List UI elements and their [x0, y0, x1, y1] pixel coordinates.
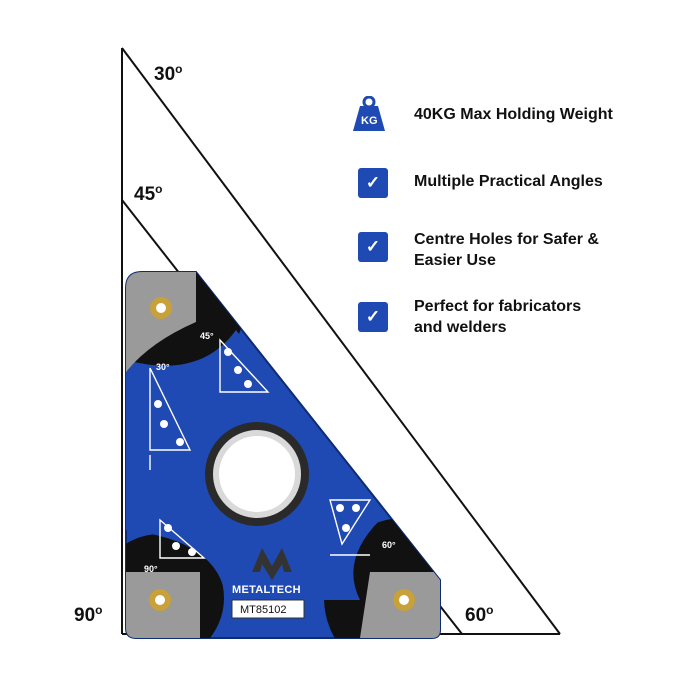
weight-kg-icon: KG: [353, 96, 385, 131]
brand-logo-icon: [252, 548, 292, 580]
feature-text: Perfect for fabricators and welders: [414, 298, 582, 336]
corner-plate-top: [126, 272, 196, 372]
printed-guide-marks: [149, 338, 372, 559]
brand-name: METALTECH: [232, 584, 301, 596]
angle-label-30: 30o: [154, 62, 182, 85]
welding-magnet: 45° 30° 90° 60° METALTECH MT85102: [125, 271, 441, 639]
screw-right: [393, 589, 415, 611]
checkmark-icon: ✓: [358, 168, 388, 198]
checkmark-icon: ✓: [358, 232, 388, 262]
screw-left: [149, 589, 171, 611]
feature-text: Multiple Practical Angles: [414, 173, 603, 190]
svg-text:KG: KG: [361, 115, 378, 127]
centre-hole: [219, 436, 295, 512]
hypotenuse-30-line: [121, 47, 561, 635]
angle-label-45: 45o: [134, 182, 162, 205]
printed-hole-dots: [154, 348, 360, 556]
screw-top: [150, 297, 172, 319]
feature-text: Centre Holes for Safer & Easier Use: [414, 231, 599, 269]
magnet-label-45: 45°: [200, 331, 214, 341]
feature-text: 40KG Max Holding Weight: [414, 106, 613, 123]
model-number: MT85102: [240, 604, 286, 616]
angle-label-60: 60o: [465, 603, 493, 626]
magnet-label-90: 90°: [144, 564, 158, 574]
checkmark-icon: ✓: [358, 302, 388, 332]
angle-label-90: 90o: [74, 603, 102, 626]
feature-item-angles: ✓ Multiple Practical Angles: [358, 168, 603, 198]
magnet-label-30: 30°: [156, 362, 170, 372]
feature-item-centre-holes: ✓ Centre Holes for Safer & Easier Use: [358, 231, 599, 269]
magnet-label-60: 60°: [382, 540, 396, 550]
model-plate: [231, 599, 305, 619]
feature-item-fabricators: ✓ Perfect for fabricators and welders: [358, 298, 581, 336]
